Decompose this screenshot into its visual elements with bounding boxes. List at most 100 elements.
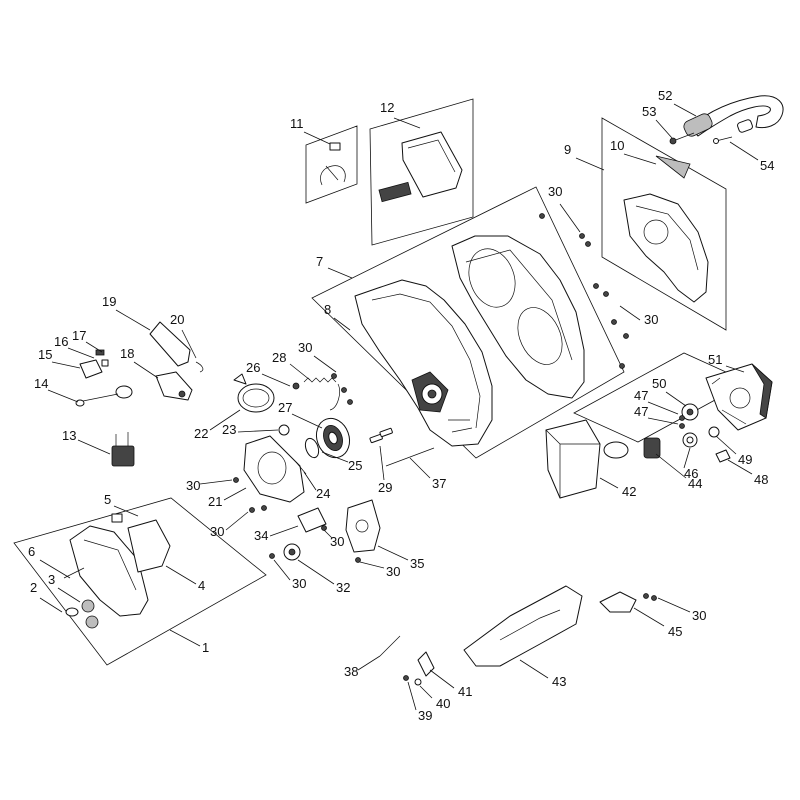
label-part-14: 14 bbox=[34, 376, 48, 391]
leader-part-8 bbox=[333, 317, 351, 331]
frame-filter-cover-group bbox=[369, 98, 474, 246]
label-part-46: 46 bbox=[684, 466, 698, 481]
label-part-18: 18 bbox=[120, 346, 134, 361]
lever-19-20 bbox=[149, 321, 204, 373]
leader-part-30-e bbox=[225, 511, 249, 531]
adjuster-32 bbox=[283, 543, 301, 561]
leader-part-14 bbox=[47, 389, 79, 403]
leader-part-30-h bbox=[273, 559, 291, 581]
handle-pin-54 bbox=[713, 136, 733, 144]
label-part-6: 6 bbox=[28, 544, 35, 559]
label-part-19: 19 bbox=[102, 294, 116, 309]
label-part-30-e: 30 bbox=[210, 524, 224, 539]
leader-part-11 bbox=[303, 131, 331, 145]
front-handle-43 bbox=[463, 585, 583, 667]
leader-part-30-i bbox=[657, 597, 691, 613]
label-part-24: 24 bbox=[316, 486, 330, 501]
label-part-17: 17 bbox=[72, 328, 86, 343]
label-part-37: 37 bbox=[432, 476, 446, 491]
screws-30 bbox=[233, 213, 657, 601]
leader-part-30-c bbox=[313, 355, 337, 373]
leader-part-30-g bbox=[359, 561, 385, 569]
label-part-26: 26 bbox=[246, 360, 260, 375]
leader-part-47-a bbox=[647, 401, 679, 415]
leader-part-25 bbox=[321, 451, 349, 463]
label-part-27: 27 bbox=[278, 400, 292, 415]
plate-34 bbox=[297, 507, 327, 533]
leader-part-43 bbox=[519, 659, 549, 679]
leader-part-48 bbox=[727, 459, 753, 475]
lever-45 bbox=[599, 591, 637, 613]
leader-part-28 bbox=[289, 363, 311, 381]
leader-part-15 bbox=[51, 361, 81, 369]
label-part-12: 12 bbox=[380, 100, 394, 115]
label-part-30-c: 30 bbox=[298, 340, 312, 355]
handle-screw-53 bbox=[669, 132, 695, 145]
label-part-9: 9 bbox=[564, 142, 571, 157]
label-part-48: 48 bbox=[754, 472, 768, 487]
rod-38 bbox=[379, 635, 401, 657]
leader-part-16 bbox=[67, 347, 95, 359]
label-part-7: 7 bbox=[316, 254, 323, 269]
washer-23 bbox=[278, 424, 290, 436]
leader-part-13 bbox=[77, 439, 111, 455]
leader-part-44 bbox=[655, 453, 687, 479]
leader-part-17 bbox=[85, 341, 103, 353]
label-part-38: 38 bbox=[344, 664, 358, 679]
leader-lines bbox=[39, 103, 759, 711]
leader-part-37 bbox=[409, 457, 431, 479]
label-part-39: 39 bbox=[418, 708, 432, 723]
pin-37 bbox=[385, 447, 435, 467]
main-housing-7 bbox=[354, 279, 493, 447]
label-part-22: 22 bbox=[194, 426, 208, 441]
label-part-25: 25 bbox=[348, 458, 362, 473]
label-part-43: 43 bbox=[552, 674, 566, 689]
switch-15-16-17 bbox=[79, 349, 109, 379]
label-part-53: 53 bbox=[642, 104, 656, 119]
cap-44 bbox=[603, 437, 661, 459]
motor-51 bbox=[705, 363, 773, 431]
frame-side-cover-group bbox=[13, 497, 267, 666]
label-part-8: 8 bbox=[324, 302, 331, 317]
label-part-42: 42 bbox=[622, 484, 636, 499]
label-part-30-b: 30 bbox=[644, 312, 658, 327]
frame-clip-group bbox=[305, 125, 358, 204]
leader-part-9 bbox=[575, 157, 605, 171]
handle-assembly bbox=[683, 95, 784, 137]
leader-part-34 bbox=[269, 525, 299, 537]
label-part-23: 23 bbox=[222, 422, 236, 437]
label-part-30-d: 30 bbox=[186, 478, 200, 493]
leader-part-39 bbox=[407, 681, 417, 711]
label-part-15: 15 bbox=[38, 347, 52, 362]
side-cover-1 bbox=[69, 519, 171, 617]
leader-part-30-b bbox=[619, 305, 641, 321]
gear-50 bbox=[681, 403, 699, 421]
leader-part-19 bbox=[115, 309, 151, 331]
label-part-54: 54 bbox=[760, 158, 774, 173]
label-part-30-i: 30 bbox=[692, 608, 706, 623]
screws-47 bbox=[679, 415, 685, 429]
leader-part-27 bbox=[291, 413, 323, 429]
label-part-21: 21 bbox=[208, 494, 222, 509]
washers-46-49 bbox=[682, 426, 720, 448]
label-part-29: 29 bbox=[378, 480, 392, 495]
label-part-30-f: 30 bbox=[330, 534, 344, 549]
leader-part-38 bbox=[357, 655, 381, 671]
leader-part-3 bbox=[57, 587, 81, 603]
battery-42 bbox=[545, 419, 601, 499]
leader-part-42 bbox=[599, 477, 619, 489]
connector-13 bbox=[111, 432, 135, 467]
leader-part-30-f bbox=[323, 529, 333, 539]
leader-part-51 bbox=[725, 365, 745, 373]
label-part-32: 32 bbox=[336, 580, 350, 595]
label-part-30-a: 30 bbox=[548, 184, 562, 199]
label-part-49: 49 bbox=[738, 452, 752, 467]
leader-part-53 bbox=[655, 119, 673, 139]
filter-cover-12 bbox=[378, 131, 463, 203]
leader-part-35 bbox=[377, 545, 409, 561]
leader-part-46 bbox=[683, 447, 691, 469]
label-part-16: 16 bbox=[54, 334, 68, 349]
leader-part-21 bbox=[223, 487, 247, 501]
spring-28 bbox=[303, 377, 340, 411]
label-part-47-b: 47 bbox=[634, 404, 648, 419]
